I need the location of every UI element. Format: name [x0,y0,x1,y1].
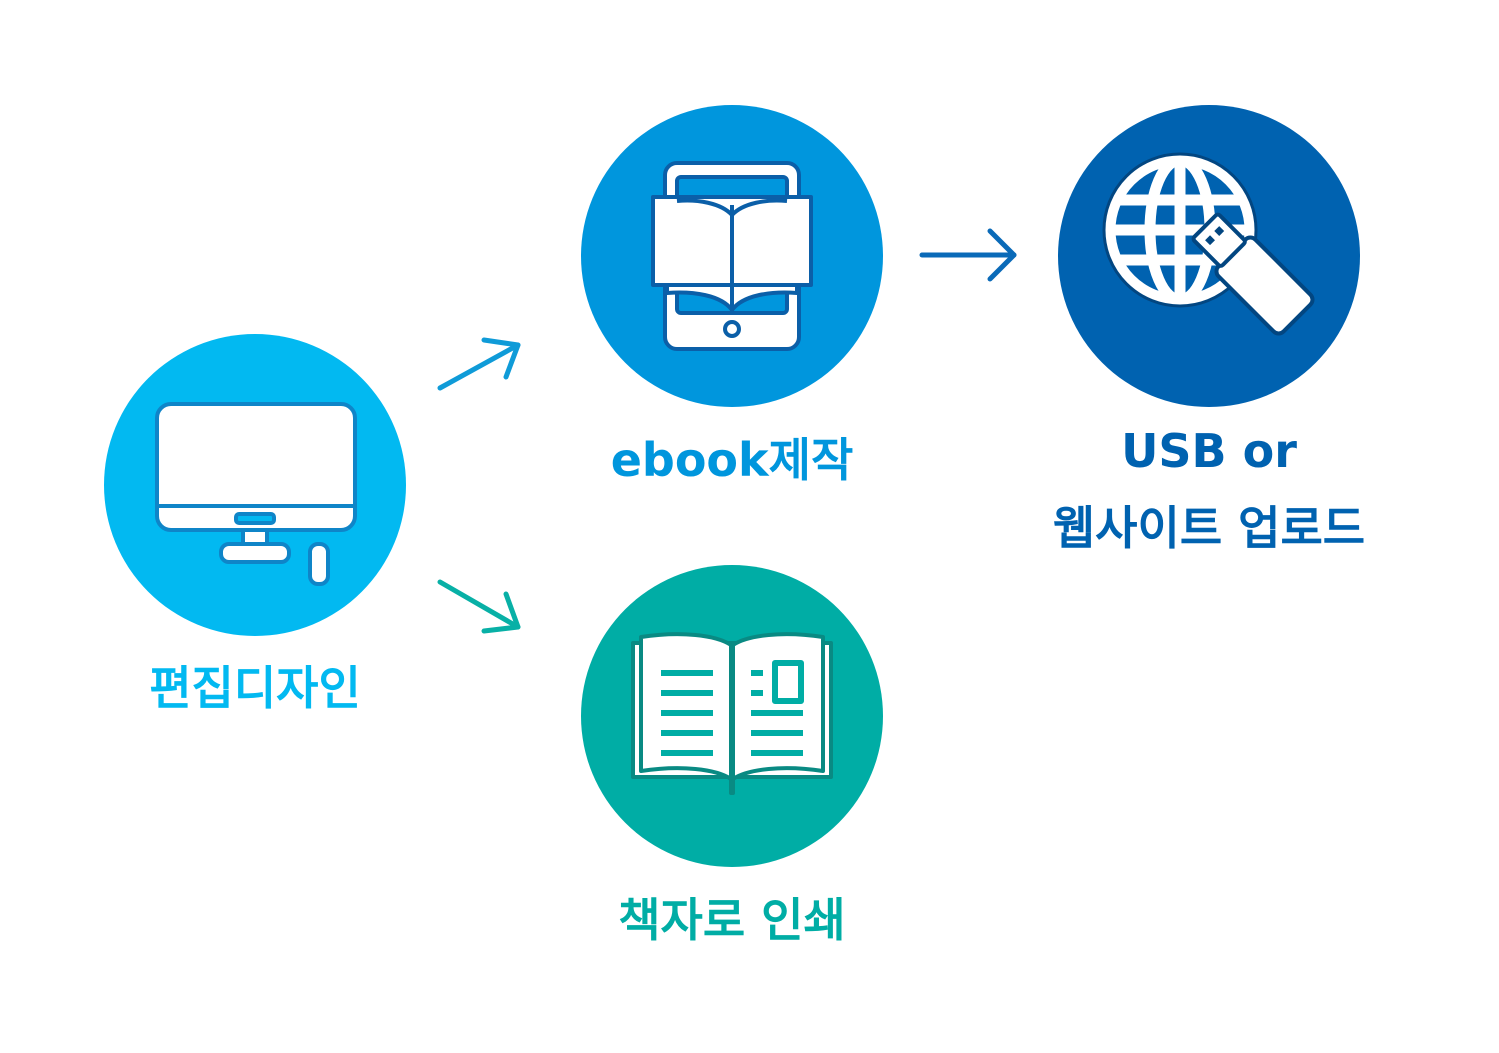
arrow-ebook-to-web [919,228,1017,282]
globe-usb-icon [1102,152,1315,336]
label-ebook: ebook제작 [610,433,854,487]
label-web-line1: USB or [1121,424,1297,478]
tablet-book-icon [651,161,813,351]
node-design [104,334,406,636]
open-book-icon [631,632,833,795]
arrow-design-to-ebook [437,337,521,391]
monitor-icon [155,402,357,586]
node-web [1058,105,1360,407]
label-print: 책자로 인쇄 [618,893,846,947]
node-print [581,565,883,867]
node-ebook [581,105,883,407]
arrow-design-to-print [437,579,521,634]
label-web-line2: 웹사이트 업로드 [1052,501,1366,555]
label-design: 편집디자인 [149,661,361,715]
